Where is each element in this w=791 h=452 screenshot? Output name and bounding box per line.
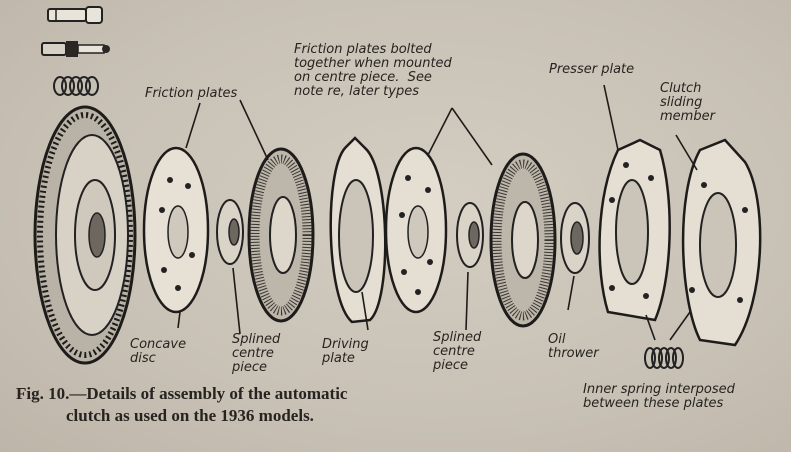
label-inner-spring: Inner spring interposed between these pl…: [583, 382, 735, 411]
spring-part: [53, 76, 99, 96]
label-oil-thrower: Oil thrower: [548, 332, 599, 361]
label-splined-centre-1: Splined centre piece: [232, 332, 281, 375]
label-splined-centre-2: Splined centre piece: [433, 330, 482, 373]
friction-disc-assembly: [384, 146, 448, 314]
friction-plate-2: [489, 152, 557, 328]
concave-disc: [142, 146, 210, 314]
bolt-part-1: [47, 6, 103, 24]
splined-centre-piece-2: [456, 202, 484, 268]
oil-thrower: [560, 202, 590, 274]
label-friction-plates: Friction plates: [145, 86, 238, 101]
flywheel: [33, 105, 137, 365]
driving-plate: [329, 136, 387, 324]
bolt-part-2: [41, 41, 110, 57]
inner-spring: [644, 347, 684, 369]
figure-caption-line2: clutch as used on the 1936 models.: [66, 406, 314, 425]
label-concave-disc: Concave disc: [130, 337, 187, 366]
friction-plate-1: [247, 147, 315, 323]
splined-centre-piece-1: [216, 199, 244, 265]
figure-caption-line1: Fig. 10.—Details of assembly of the auto…: [16, 384, 348, 403]
leader-lines: [177, 84, 698, 341]
label-presser-plate: Presser plate: [549, 62, 635, 77]
presser-plate: [598, 138, 671, 322]
label-clutch-sliding-member: Clutch sliding member: [660, 81, 715, 124]
label-friction-bolted: Friction plates bolted together when mou…: [294, 42, 452, 99]
clutch-sliding-member: [681, 138, 762, 347]
label-driving-plate: Driving plate: [322, 337, 369, 366]
